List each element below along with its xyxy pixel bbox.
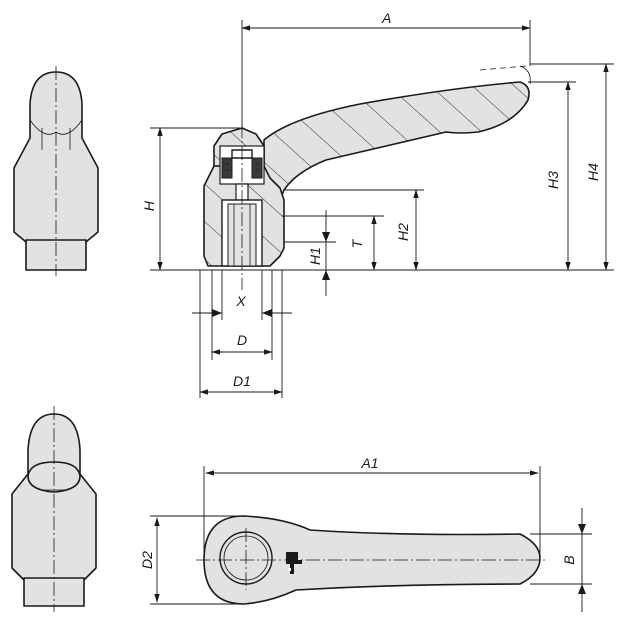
label-B: B <box>561 555 577 564</box>
side-view-top <box>13 66 99 276</box>
label-D1: D1 <box>233 373 251 389</box>
label-A: A <box>381 10 391 26</box>
label-X: X <box>235 293 246 309</box>
label-H3: H3 <box>545 171 561 189</box>
label-D: D <box>237 332 247 348</box>
dimension-lines-bottom <box>150 466 592 612</box>
label-H2: H2 <box>395 223 411 241</box>
lever-arm-section <box>263 81 530 201</box>
dimension-lines-top <box>157 25 609 395</box>
label-H: H <box>141 200 157 211</box>
brand-logo-icon <box>286 552 302 574</box>
label-H1: H1 <box>307 247 323 265</box>
section-view <box>203 65 531 290</box>
label-D2: D2 <box>139 551 155 569</box>
side-view-bottom <box>11 406 97 612</box>
top-view-lever <box>196 515 546 605</box>
label-A1: A1 <box>360 455 378 471</box>
label-H4: H4 <box>585 163 601 181</box>
label-T: T <box>349 238 365 248</box>
